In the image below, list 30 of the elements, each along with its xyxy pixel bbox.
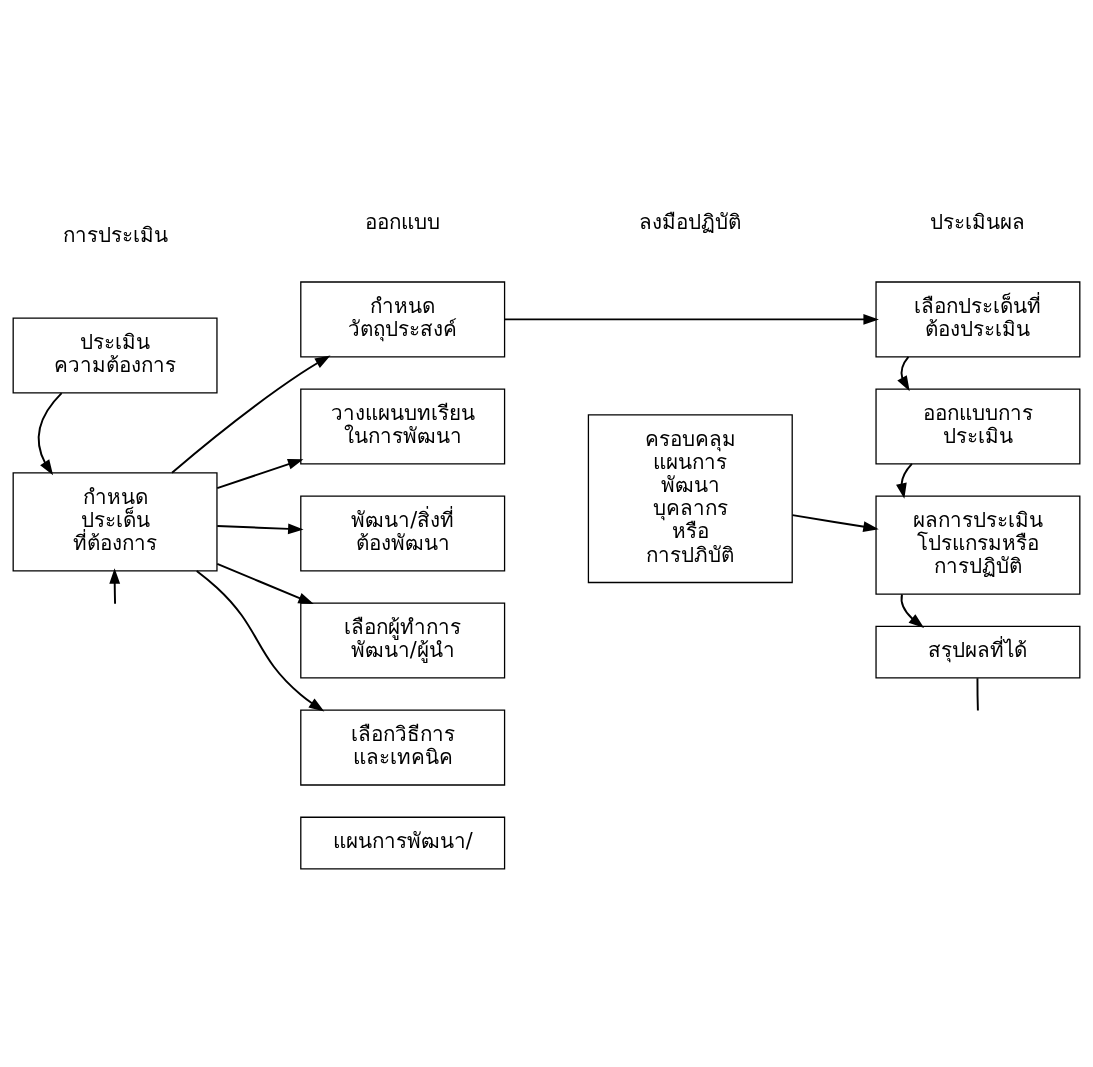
node-box: ประเมิน ความต้องการ (12, 317, 218, 394)
arrow (216, 562, 314, 605)
node-box: พัฒนา/สิ่งที่ ต้องพัฒนา (300, 495, 506, 572)
arrow (37, 392, 63, 476)
label: ประเมินผล (930, 209, 1026, 234)
label: การประเมิน (62, 222, 168, 247)
node-box: วางแผนบทเรียน ในการพัฒนา (300, 388, 506, 465)
node-box: ออกแบบการ ประเมิน (875, 388, 1081, 465)
arrow (195, 569, 325, 712)
label: ออกแบบ (365, 209, 441, 234)
node-box: สรุปผลที่ได้ (875, 625, 1081, 679)
arrow (216, 459, 304, 490)
node-box: เลือกผู้ทำการ พัฒนา/ผู้นำ (300, 602, 506, 679)
arrow (900, 593, 925, 629)
arrow (896, 462, 913, 499)
arrow (171, 355, 331, 474)
node-box: แผนการพัฒนา/ (300, 816, 506, 870)
label: ลงมือปฏิบัติ (639, 209, 742, 234)
node-box: กำหนด ประเด็น ที่ต้องการ (12, 472, 218, 572)
node-box: ครอบคลุม แผนการ พัฒนา บุคลากร หรือ การปภิบัติ (587, 414, 793, 584)
node-box: ผลการประเมิน โปรแกรมหรือ การปฏิบัติ (875, 495, 1081, 595)
arrow (897, 355, 910, 392)
connector (976, 677, 979, 712)
arrow (216, 523, 304, 535)
node-box: เลือกประเด็นที่ ต้องประเมิน (875, 281, 1081, 358)
arrow (791, 514, 879, 533)
arrow (503, 313, 879, 325)
node-box: เลือกวิธีการ และเทคนิค (300, 709, 506, 786)
node-box: กำหนด วัตถุประสงค์ (300, 281, 506, 358)
arrow (109, 568, 121, 605)
